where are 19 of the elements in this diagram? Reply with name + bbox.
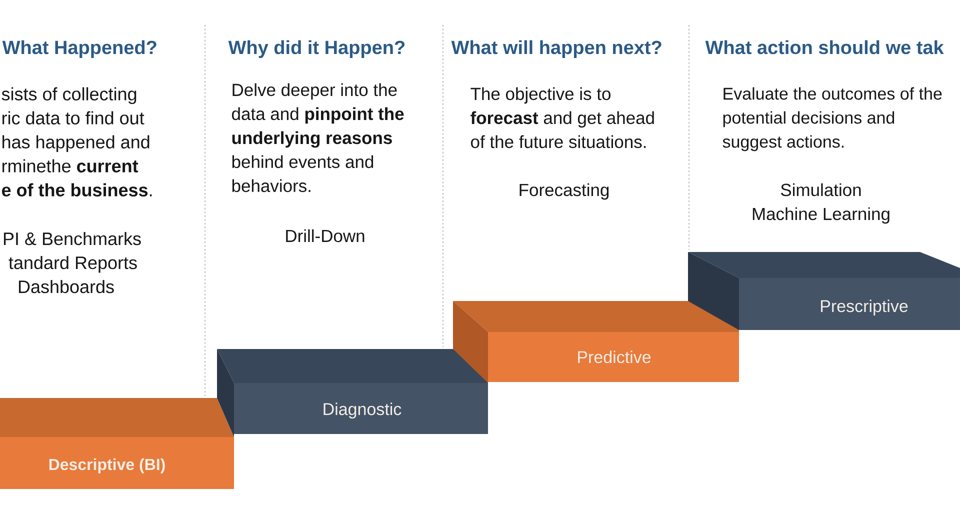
heading-text: Why did it Happen? <box>228 40 404 58</box>
technique-label: Drill-Down <box>286 229 364 242</box>
heading-text: What action should we tak <box>705 40 944 54</box>
heading-text: What will happen next? <box>451 40 662 58</box>
step-block: Prescriptive <box>688 252 960 330</box>
step-block: Descriptive (BI) <box>0 398 234 489</box>
body-text: The objective is to forecast and get ahead of the future situations. <box>470 87 654 148</box>
body-text: sists of collecting ric data to find out has happened and rminethe current e of the business. <box>2 87 152 196</box>
technique-label: tandard Reports <box>8 256 137 273</box>
technique-label: PI & Benchmarks <box>4 232 141 246</box>
body-text: Evaluate the outcomes of the potential decisions and suggest actions. <box>722 87 942 152</box>
technique-label: Forecasting <box>520 183 609 200</box>
step-block: Diagnostic <box>217 349 488 437</box>
body-text: Delve deeper into the data and pinpoint the underlying reasons behind events and behaviors. <box>232 83 404 192</box>
technique-label: Dashboards <box>18 280 114 294</box>
step-block: Predictive <box>453 301 739 383</box>
technique-label: Machine Learning <box>752 207 890 224</box>
technique-label: Simulation <box>780 183 861 196</box>
heading-text: What Happened? <box>2 40 156 58</box>
